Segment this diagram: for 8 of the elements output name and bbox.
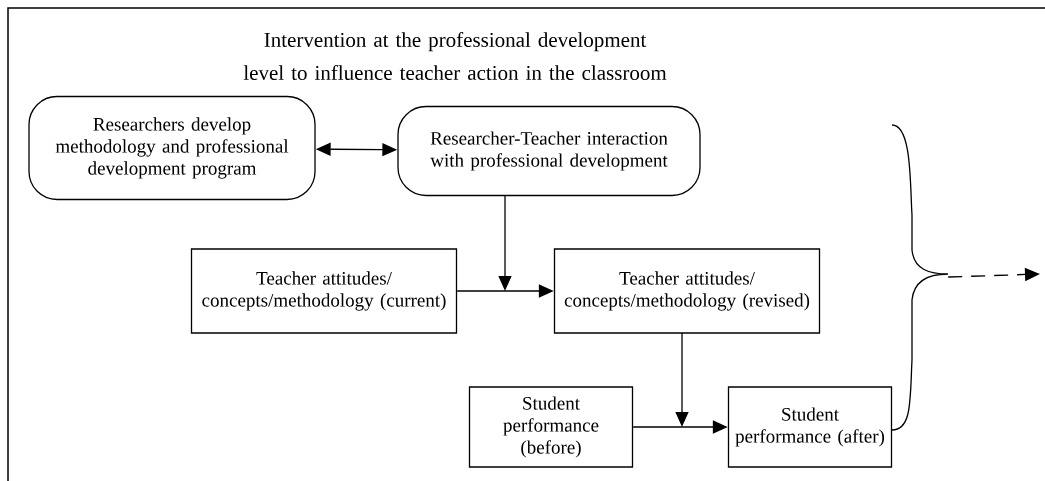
brace [891, 124, 949, 431]
process-box: Student performance (before) [468, 386, 634, 468]
process-box: Teacher attitudes/ concepts/methodology (revised) [553, 248, 821, 334]
rounded-box: Researchers develop methodology and professional development program [28, 95, 316, 201]
rounded-box: Researcher-Teacher interaction with professional development [397, 105, 701, 197]
title: Intervention at the professional development level to influence teacher action in the classroom [243, 32, 667, 80]
process-box: Student performance (after) [727, 386, 893, 468]
process-box: Teacher attitudes/ concepts/methodology (current) [190, 248, 458, 334]
